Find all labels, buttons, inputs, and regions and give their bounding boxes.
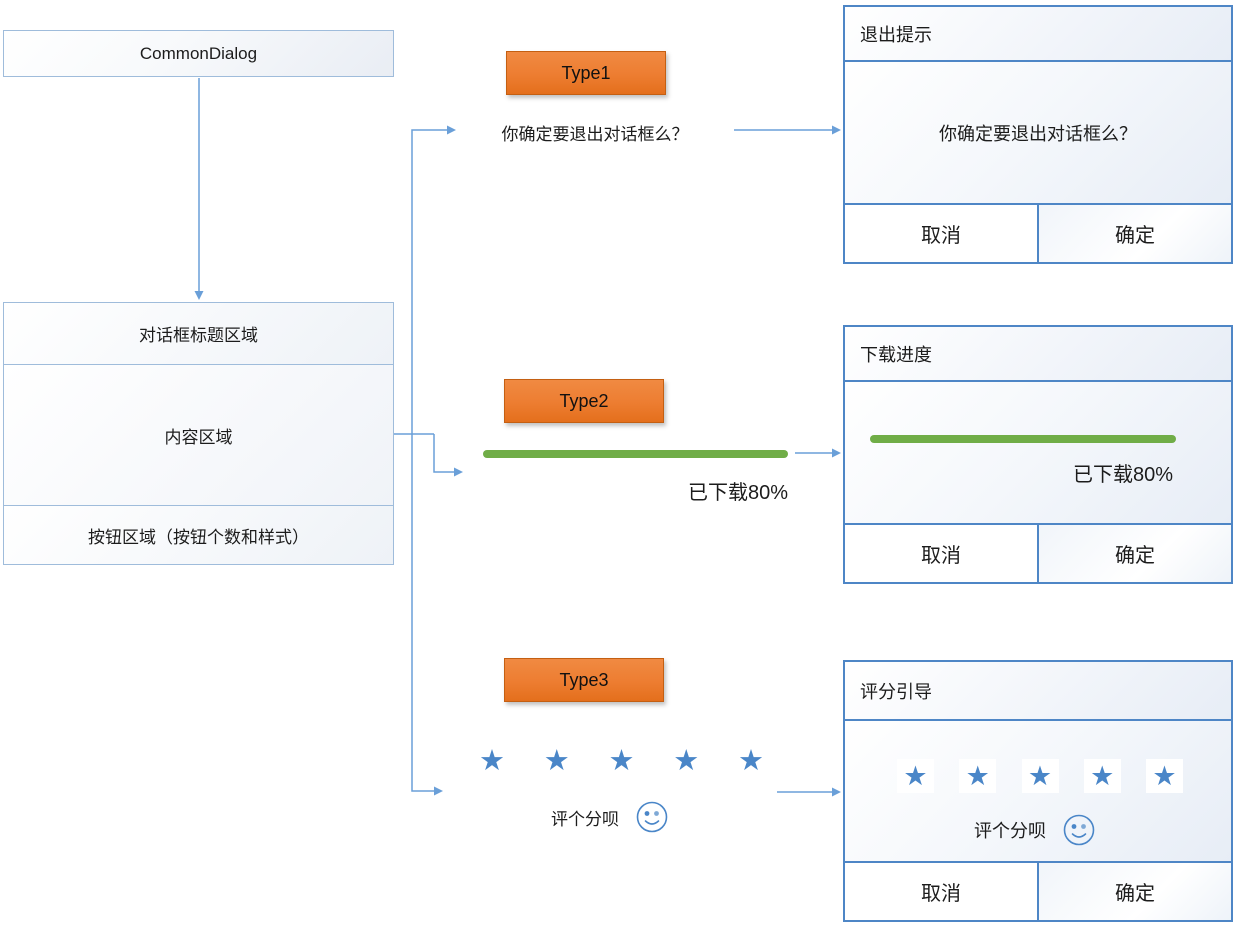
- star-icon[interactable]: ★: [1021, 759, 1059, 793]
- type3-chip: Type3: [504, 658, 664, 702]
- dialog-rating-guide: 评分引导 ★ ★ ★ ★ ★ 评个分呗 取消 确定: [843, 660, 1233, 922]
- dialog-message: 你确定要退出对话框么？: [939, 123, 1137, 144]
- type2-chip: Type2: [504, 379, 664, 423]
- dialog-title: 下载进度: [845, 327, 1231, 382]
- dialog-download-progress: 下载进度 已下载80% 取消 确定: [843, 325, 1233, 584]
- type1-chip: Type1: [506, 51, 666, 95]
- content-area-label: 内容区域: [4, 365, 393, 505]
- progress-label: 已下载80%: [1072, 464, 1173, 486]
- star-icon[interactable]: ★: [608, 745, 635, 777]
- dialog-title: 退出提示: [845, 7, 1231, 62]
- star-icon[interactable]: ★: [479, 745, 505, 777]
- star-icon[interactable]: ★: [543, 745, 570, 777]
- progress-bar: [870, 435, 1176, 443]
- dialog-button-row: 取消 确定: [845, 203, 1231, 262]
- star-icon[interactable]: ★: [959, 759, 997, 793]
- dialog-button-row: 取消 确定: [845, 861, 1231, 920]
- rating-prompt-line: 评个分呗: [930, 813, 1140, 847]
- star-rating: ★ ★ ★ ★ ★: [479, 747, 764, 776]
- rating-prompt-text: 评个分呗: [974, 821, 1046, 841]
- button-area-label: 按钮区域（按钮个数和样式）: [4, 505, 393, 564]
- dialog-content: 已下载80%: [845, 382, 1231, 523]
- arrow-to-type3: [411, 434, 443, 796]
- star-icon[interactable]: ★: [738, 745, 764, 777]
- rating-prompt-text: 评个分呗: [551, 809, 619, 829]
- dialog-title: 评分引导: [845, 662, 1231, 721]
- title-area-label: 对话框标题区域: [4, 303, 393, 365]
- dialog-content: 你确定要退出对话框么？: [845, 62, 1231, 203]
- ok-button[interactable]: 确定: [1039, 863, 1231, 920]
- star-icon[interactable]: ★: [897, 759, 934, 793]
- ok-button[interactable]: 确定: [1039, 525, 1231, 582]
- type1-example-text: 你确定要退出对话框么？: [501, 125, 689, 144]
- star-icon[interactable]: ★: [1083, 759, 1121, 793]
- star-icon[interactable]: ★: [1146, 759, 1183, 793]
- progress-label: 已下载80%: [687, 482, 788, 504]
- ok-button[interactable]: 确定: [1039, 205, 1231, 262]
- cancel-button[interactable]: 取消: [845, 205, 1039, 262]
- cancel-button[interactable]: 取消: [845, 863, 1039, 920]
- arrow-to-type2: [433, 434, 463, 477]
- cancel-button[interactable]: 取消: [845, 525, 1039, 582]
- dialog-button-row: 取消 确定: [845, 523, 1231, 582]
- star-rating: ★ ★ ★ ★ ★: [897, 759, 1183, 793]
- arrow-to-type1: [411, 125, 456, 434]
- smiley-icon: [1063, 814, 1095, 846]
- smiley-icon: [636, 801, 668, 833]
- progress-bar: [483, 450, 788, 458]
- dialog-exit-prompt: 退出提示 你确定要退出对话框么？ 取消 确定: [843, 5, 1233, 264]
- star-icon[interactable]: ★: [673, 745, 700, 777]
- dialog-structure-box: 对话框标题区域 内容区域 按钮区域（按钮个数和样式）: [3, 302, 394, 565]
- rating-prompt-line: 评个分呗: [505, 800, 715, 834]
- common-dialog-box: CommonDialog: [3, 30, 394, 77]
- dialog-content: ★ ★ ★ ★ ★ 评个分呗: [845, 721, 1231, 861]
